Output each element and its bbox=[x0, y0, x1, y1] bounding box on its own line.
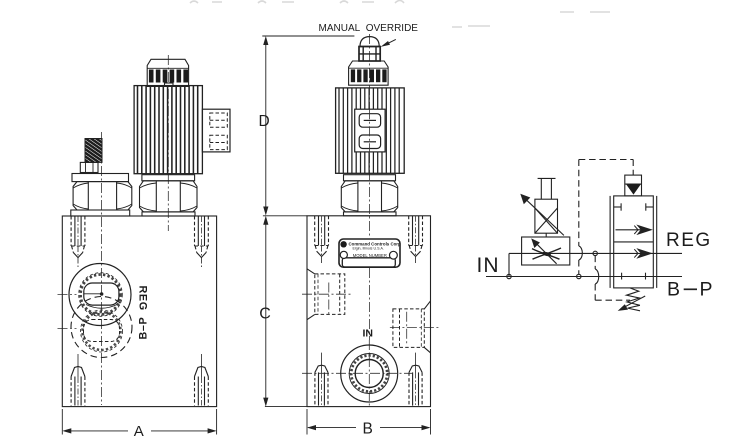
svg-text:MODEL NUMBER: MODEL NUMBER bbox=[353, 253, 387, 258]
svg-text:MANUAL OVERRIDE: MANUAL OVERRIDE bbox=[319, 23, 419, 34]
svg-text:D: D bbox=[259, 113, 270, 130]
svg-text:REG: REG bbox=[136, 286, 148, 311]
svg-text:B: B bbox=[667, 278, 680, 300]
svg-text:A: A bbox=[134, 423, 144, 440]
svg-text:Command Controls Corp: Command Controls Corp bbox=[349, 242, 402, 247]
svg-text:Elgin, Illinois U.S.A.: Elgin, Illinois U.S.A. bbox=[353, 247, 384, 251]
svg-text:C: C bbox=[259, 306, 271, 323]
svg-text:B: B bbox=[363, 421, 373, 438]
svg-text:REG: REG bbox=[666, 230, 712, 251]
svg-text:IN: IN bbox=[363, 328, 374, 340]
svg-text:P: P bbox=[700, 278, 713, 300]
svg-text:B–P: B–P bbox=[138, 317, 150, 340]
svg-text:IN: IN bbox=[477, 254, 500, 277]
